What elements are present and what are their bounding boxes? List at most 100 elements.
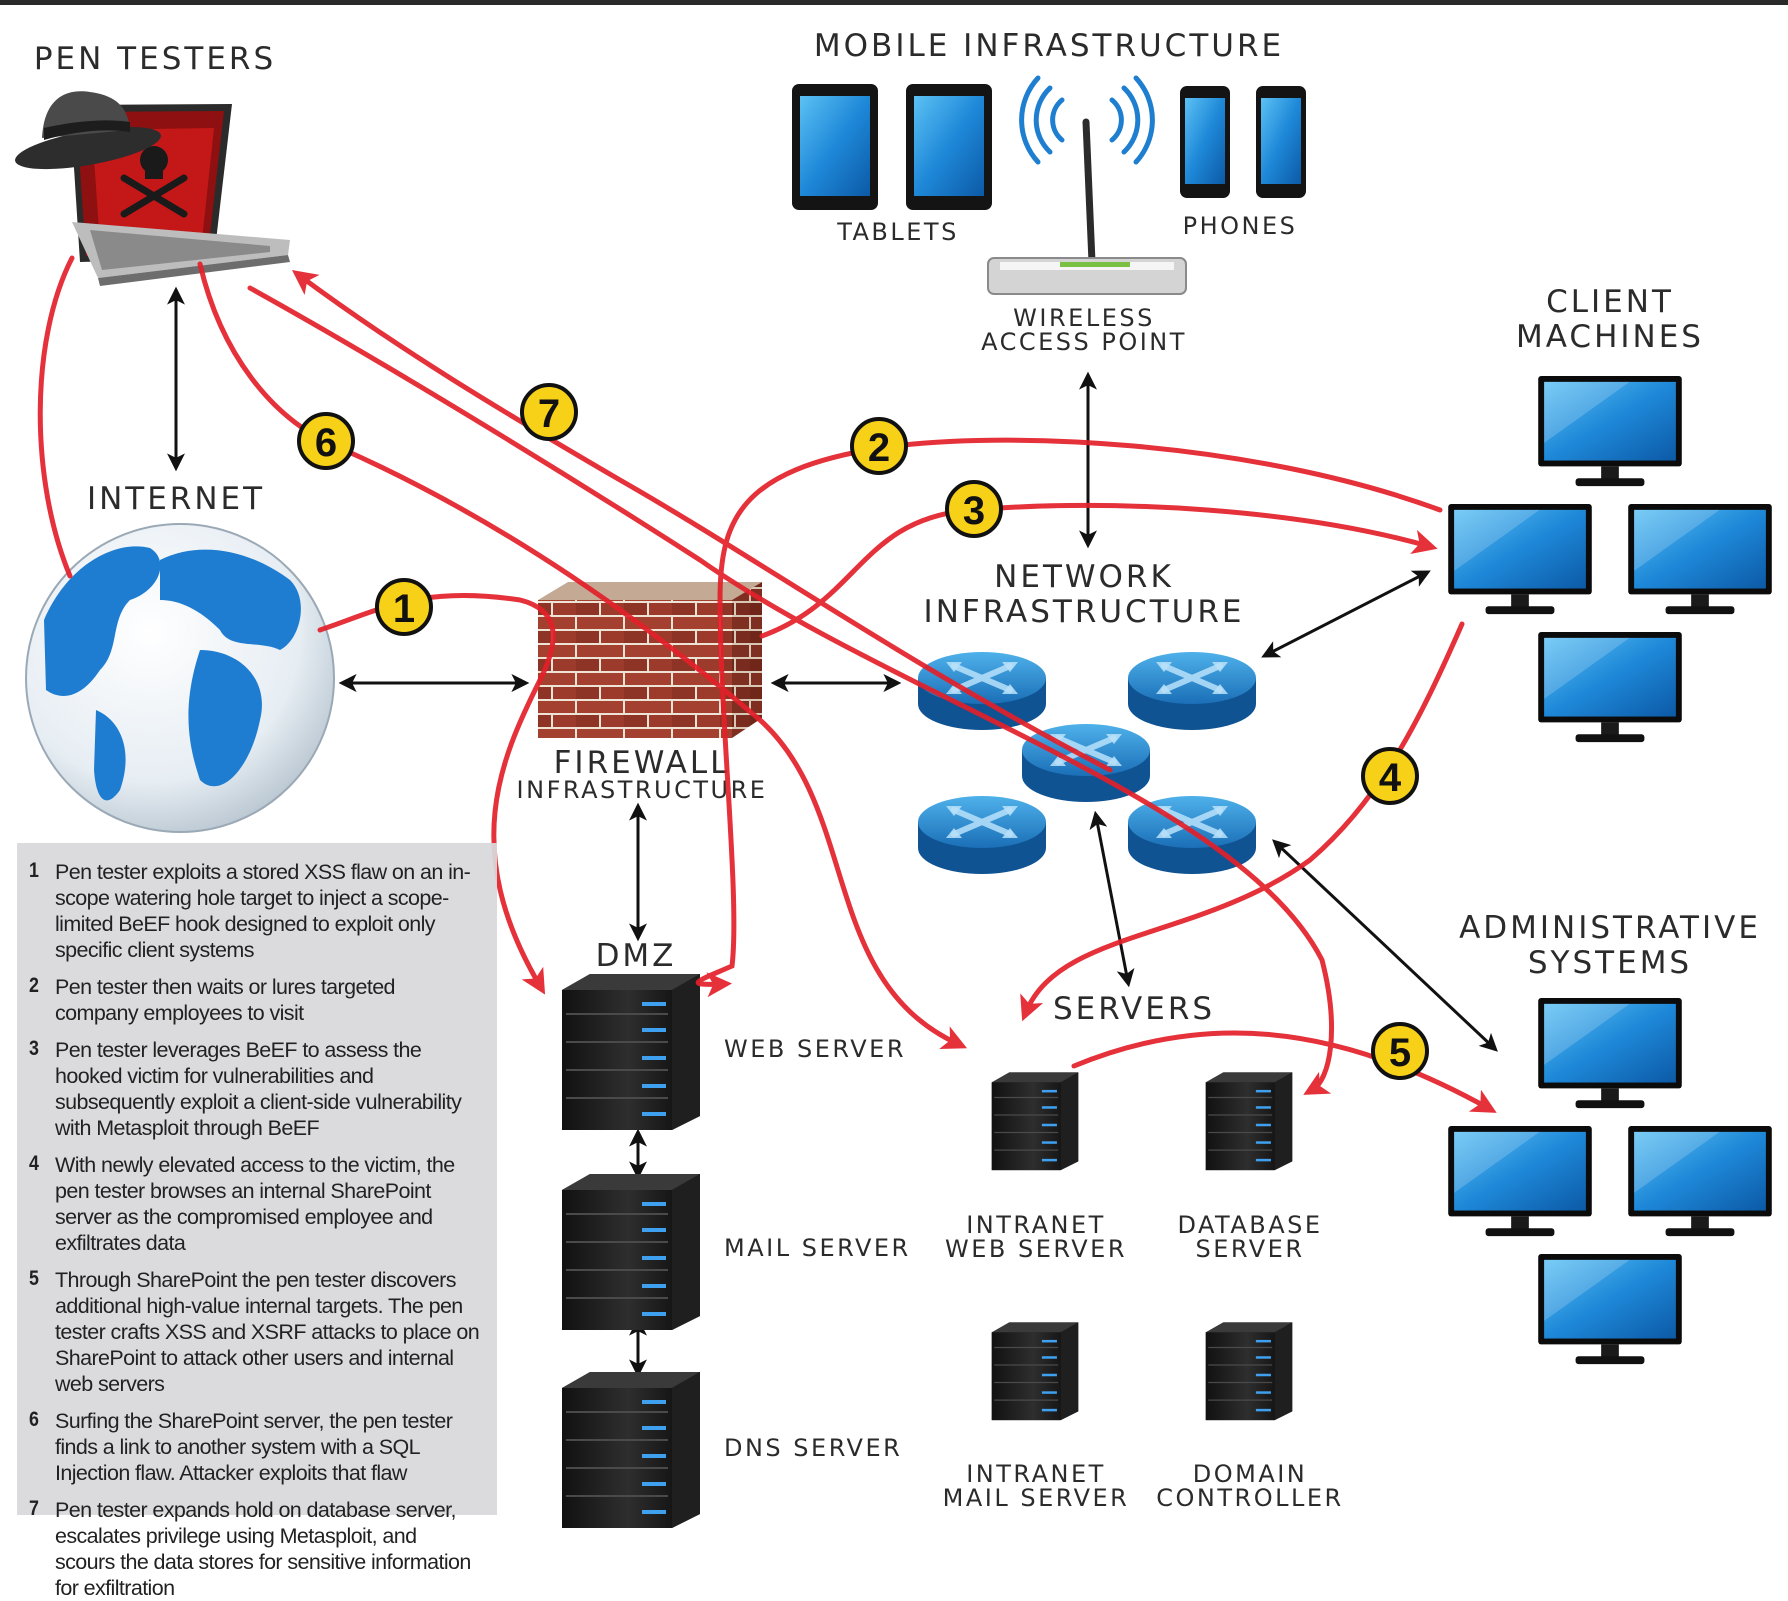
- server-rack-icon: [561, 973, 701, 1130]
- step-number: 5: [29, 1267, 39, 1290]
- dmz-label: DMZ: [596, 938, 677, 974]
- badge-7: 7: [520, 383, 578, 441]
- globe-icon: [25, 523, 335, 833]
- servers-label: SERVERS: [1053, 991, 1215, 1027]
- monitor-icon: [1538, 631, 1682, 743]
- badge-3: 3: [945, 480, 1003, 538]
- attack-path-laptop-internet: [37, 255, 75, 579]
- network-line1: NETWORK: [994, 559, 1174, 595]
- network-attack-diagram: PEN TESTERS INTERNET MOBILE INFRASTRUCT: [0, 0, 1788, 1528]
- fedora-hat-icon: [15, 91, 161, 170]
- intranet-web-line1: INTRANET: [966, 1211, 1106, 1239]
- monitor-icon: [1448, 1125, 1592, 1237]
- step-text: Pen tester exploits a stored XSS flaw on…: [55, 860, 471, 962]
- client-line2: MACHINES: [1516, 319, 1704, 355]
- client-machines-group: [1448, 375, 1772, 743]
- intranet-web-line2: WEB SERVER: [945, 1235, 1127, 1263]
- database-line2: SERVER: [1195, 1235, 1304, 1263]
- wireless-line2: ACCESS POINT: [981, 328, 1187, 356]
- domain-line2: CONTROLLER: [1156, 1484, 1343, 1512]
- monitor-icon: [1628, 1125, 1772, 1237]
- step-number: 6: [29, 1408, 39, 1431]
- svg-text:6: 6: [315, 421, 337, 465]
- intranet-mail-line1: INTRANET: [966, 1460, 1106, 1488]
- phones-label: PHONES: [1183, 212, 1298, 240]
- attack-path-7: [291, 270, 1113, 773]
- monitor-icon: [1628, 503, 1772, 615]
- dns-server-label: DNS SERVER: [724, 1434, 902, 1462]
- attack-path-5: [1071, 1030, 1497, 1113]
- mobile-infrastructure-label: MOBILE INFRASTRUCTURE: [814, 28, 1284, 64]
- svg-text:5: 5: [1389, 1031, 1411, 1075]
- admin-line1: ADMINISTRATIVE: [1459, 910, 1761, 946]
- step-text: With newly elevated access to the victim…: [55, 1153, 455, 1255]
- step-badges: 1 2 3 4 5 6 7: [297, 383, 1429, 1080]
- admin-line2: SYSTEMS: [1528, 945, 1692, 981]
- svg-text:3: 3: [963, 489, 985, 533]
- monitor-icon: [1448, 503, 1592, 615]
- database-line1: DATABASE: [1177, 1211, 1322, 1239]
- monitor-icon: [1538, 1253, 1682, 1365]
- tablets-label: TABLETS: [836, 218, 959, 246]
- brick-wall-icon: [538, 582, 762, 738]
- pen-testers-label: PEN TESTERS: [34, 41, 276, 77]
- phone-icon: [1180, 86, 1306, 198]
- attack-path-6: [197, 261, 968, 1050]
- network-line2: INFRASTRUCTURE: [924, 594, 1245, 630]
- legend-step: 4 With newly elevated access to the vict…: [29, 1152, 481, 1256]
- step-text: Through SharePoint the pen tester discov…: [55, 1268, 480, 1396]
- skull-crossbones-icon: [120, 146, 188, 218]
- attack-path-4: [1020, 621, 1465, 1022]
- legend-step: 3 Pen tester leverages BeEF to assess th…: [29, 1037, 481, 1141]
- server-rack-icon: [990, 1321, 1080, 1422]
- server-rack-icon: [561, 1371, 701, 1528]
- step-text: Surfing the SharePoint server, the pen t…: [55, 1409, 453, 1485]
- server-rack-icon: [1204, 1321, 1294, 1422]
- link-network-admin: [1272, 839, 1498, 1052]
- intranet-mail-line2: MAIL SERVER: [943, 1484, 1130, 1512]
- server-rack-icon: [561, 1173, 701, 1330]
- badge-6: 6: [297, 412, 355, 470]
- legend-step: 6 Surfing the SharePoint server, the pen…: [29, 1408, 481, 1486]
- internet-label: INTERNET: [87, 481, 265, 517]
- step-text: Pen tester leverages BeEF to assess the …: [55, 1038, 462, 1140]
- wireless-router-icon: [987, 75, 1187, 295]
- legend-step: 1 Pen tester exploits a stored XSS flaw …: [29, 859, 481, 963]
- legend-step: 7 Pen tester expands hold on database se…: [29, 1497, 481, 1601]
- firewall-line1: FIREWALL: [554, 745, 731, 781]
- mail-server-label: MAIL SERVER: [724, 1234, 911, 1262]
- steps-legend: 1 Pen tester exploits a stored XSS flaw …: [17, 843, 497, 1600]
- svg-text:7: 7: [538, 392, 560, 436]
- wireless-line1: WIRELESS: [1013, 304, 1155, 332]
- svg-text:1: 1: [393, 587, 415, 631]
- attack-path-6b: [247, 285, 1334, 1095]
- step-number: 1: [29, 859, 39, 882]
- firewall-line2: INFRASTRUCTURE: [517, 776, 768, 804]
- administrative-systems-group: [1448, 997, 1772, 1365]
- badge-4: 4: [1361, 747, 1419, 805]
- link-network-clients: [1261, 570, 1431, 658]
- badge-1: 1: [375, 578, 433, 636]
- step-text: Pen tester then waits or lures targeted …: [55, 975, 396, 1025]
- svg-text:4: 4: [1379, 756, 1402, 800]
- router-icon: [918, 796, 1046, 874]
- badge-2: 2: [850, 417, 908, 475]
- tablet-icon: [792, 84, 992, 210]
- router-icon: [1128, 652, 1256, 730]
- link-network-servers: [1089, 810, 1135, 988]
- legend-step: 5 Through SharePoint the pen tester disc…: [29, 1267, 481, 1397]
- web-server-label: WEB SERVER: [724, 1035, 906, 1063]
- monitor-icon: [1538, 997, 1682, 1109]
- legend-step: 2 Pen tester then waits or lures targete…: [29, 974, 481, 1026]
- top-rule: [0, 0, 1788, 5]
- step-number: 3: [29, 1037, 39, 1060]
- server-rack-icon: [1204, 1071, 1294, 1172]
- step-number: 2: [29, 974, 39, 997]
- client-line1: CLIENT: [1546, 284, 1674, 320]
- monitor-icon: [1538, 375, 1682, 487]
- svg-text:2: 2: [868, 426, 890, 470]
- step-number: 7: [29, 1497, 39, 1520]
- server-rack-icon: [990, 1071, 1080, 1172]
- step-number: 4: [29, 1152, 39, 1175]
- network-links: [167, 286, 1498, 1378]
